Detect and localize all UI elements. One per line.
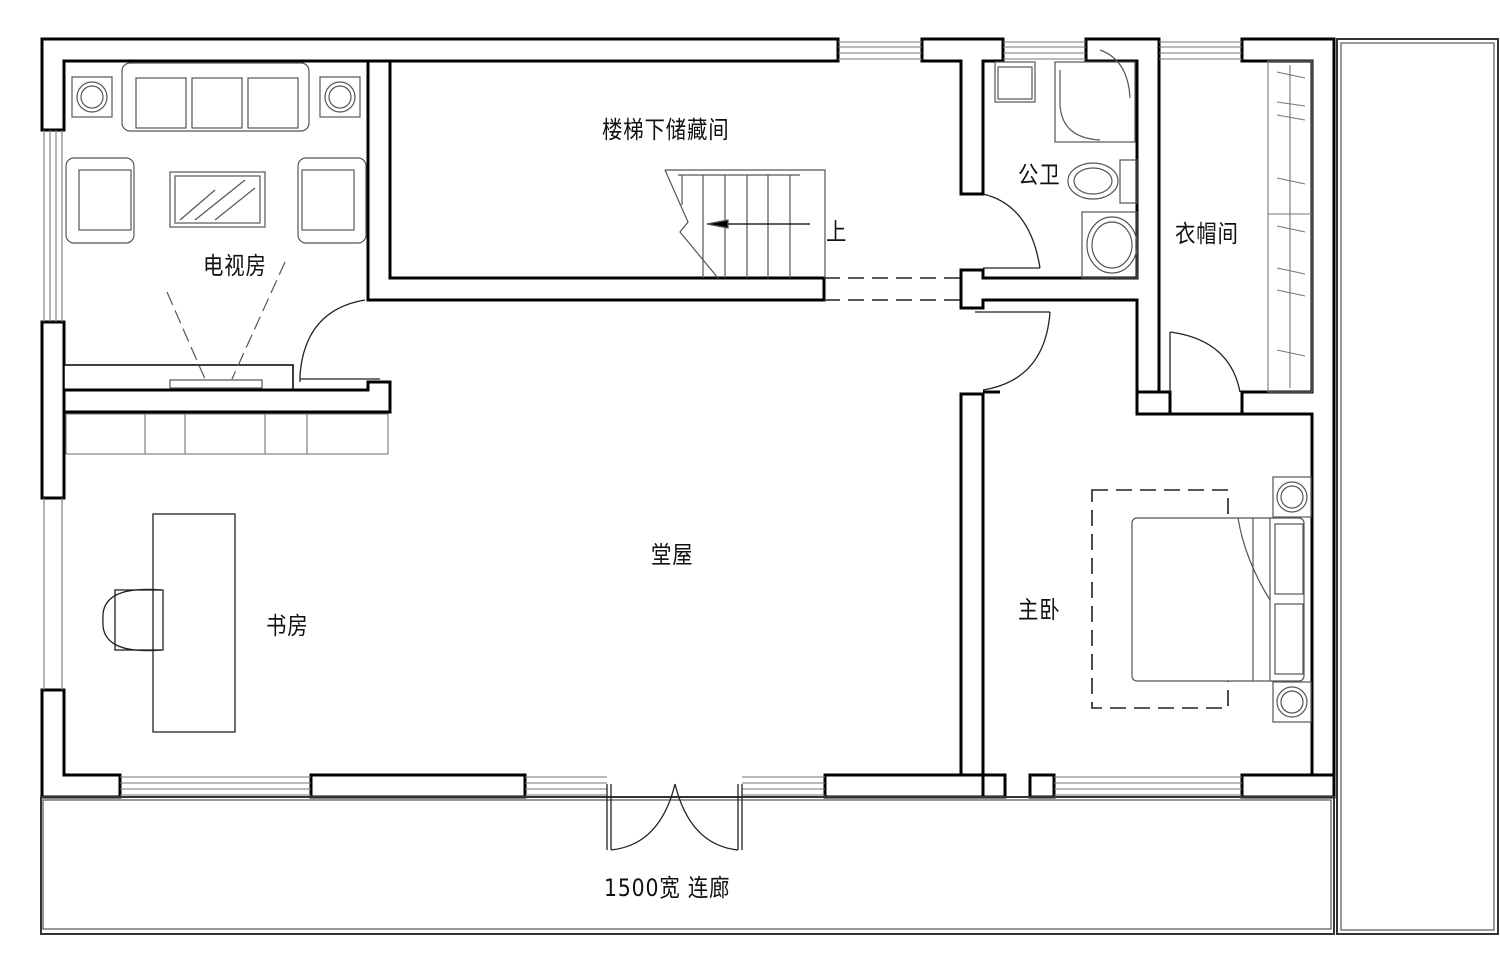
tv-room-furniture — [65, 62, 367, 389]
room-label-hall: 堂屋 — [651, 541, 694, 569]
doors — [299, 193, 1241, 393]
exterior-walls — [40, 37, 1336, 799]
room-label-study: 书房 — [266, 612, 309, 640]
open-passage — [824, 277, 961, 301]
room-label-storage: 楼梯下储藏间 — [602, 116, 730, 144]
windows — [43, 41, 1242, 796]
interior-walls — [62, 59, 1312, 799]
room-label-master-bedroom: 主卧 — [1018, 596, 1061, 624]
corridor-label: 1500宽 连廊 — [604, 874, 731, 902]
wardrobe — [1267, 60, 1313, 393]
staircase — [664, 169, 826, 279]
corridor-outline — [40, 38, 1499, 935]
room-label-cloakroom: 衣帽间 — [1175, 220, 1239, 248]
stair-up-label: 上 — [826, 218, 848, 246]
entrance-double-door — [606, 783, 743, 851]
master-bed — [1091, 476, 1312, 723]
study-desk — [102, 513, 236, 733]
room-label-tv-room: 电视房 — [203, 252, 267, 280]
room-label-public-bath: 公卫 — [1018, 161, 1061, 189]
bathroom-fixtures — [994, 49, 1138, 279]
study-cabinet — [65, 413, 389, 455]
